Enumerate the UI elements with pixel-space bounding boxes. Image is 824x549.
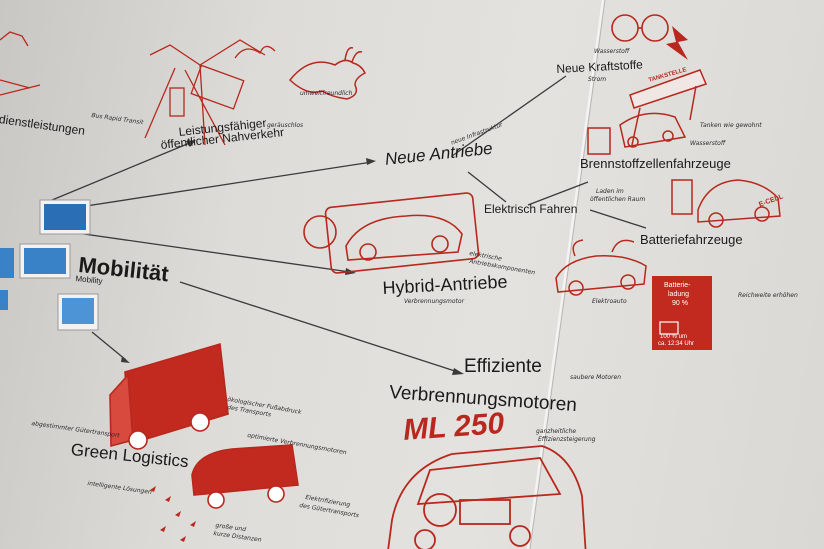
electric-sportscar-icon (555, 239, 647, 296)
label-elektrisch-fahren: Elektrisch Fahren (484, 202, 578, 216)
label-ganzheitliche-2: Effizienzsteigerung (538, 436, 596, 443)
battery-text-2: ladung (668, 291, 690, 298)
battery-panel (652, 276, 712, 350)
arrowheads (121, 140, 464, 375)
line-to-kraftstoffe (451, 75, 567, 157)
lightning-icon (666, 26, 688, 60)
van-icon (191, 444, 299, 509)
connector-arrows (39, 75, 647, 373)
glass-seam-shadow (529, 0, 606, 549)
arrow-to-logistics (91, 331, 127, 361)
label-umweltfreundlich: umweltfreundlich (300, 90, 353, 97)
line-to-brennstoff (527, 181, 589, 206)
battery-text-4: 100 % um (660, 334, 688, 340)
leaves-decoration (150, 486, 196, 542)
suv-ml250-icon (387, 445, 587, 549)
charging-car-icon (671, 179, 781, 228)
arrow-to-neue-antriebe (59, 161, 373, 211)
arrow-to-nahverkehr (39, 141, 193, 206)
fuel-station-icon (587, 69, 708, 155)
label-tanken: Tanken wie gewohnt (700, 122, 762, 129)
label-wasserstoff-top: Wasserstoff (594, 48, 630, 55)
label-ganzheitliche-1: ganzheitliche (536, 428, 577, 435)
battery-text-3: 90 % (672, 300, 688, 307)
line-to-elektrisch (467, 171, 507, 203)
display-panels (0, 199, 99, 331)
truck-icon (109, 342, 229, 450)
label-strom: Strom (588, 76, 607, 83)
arrow-to-effiziente (179, 281, 459, 373)
hydrogen-icon (611, 14, 669, 42)
city-sketch (0, 31, 276, 146)
label-laden-2: öffentlichen Raum (590, 196, 646, 203)
label-reichweite: Reichweite erhöhen (738, 292, 798, 299)
label-batteriefahrzeuge: Batteriefahrzeuge (640, 232, 743, 247)
label-ml250: ML 250 (402, 406, 506, 447)
label-geraeuschlos: geräuschlos (267, 122, 304, 129)
battery-text-1: Batterie- (664, 282, 691, 289)
label-elektroauto: Elektroauto (592, 298, 627, 305)
label-verbrennungsmotor: Verbrennungsmotor (404, 298, 465, 305)
battery-text-5: ca. 12:34 Uhr (658, 341, 695, 347)
arrow-to-hybrid (69, 231, 351, 273)
hybrid-car-diagram (303, 192, 480, 274)
label-brennstoffzellen: Brennstoffzellenfahrzeuge (580, 156, 731, 171)
battery-icon (659, 321, 679, 335)
label-saubere-motoren: saubere Motoren (570, 374, 622, 381)
rabbit-icon (288, 47, 367, 100)
line-to-batterie (589, 209, 647, 229)
label-laden-1: Laden im (596, 188, 624, 195)
label-wasserstoff-mid: Wasserstoff (690, 140, 726, 147)
label-effiziente: Effiziente (464, 356, 542, 377)
